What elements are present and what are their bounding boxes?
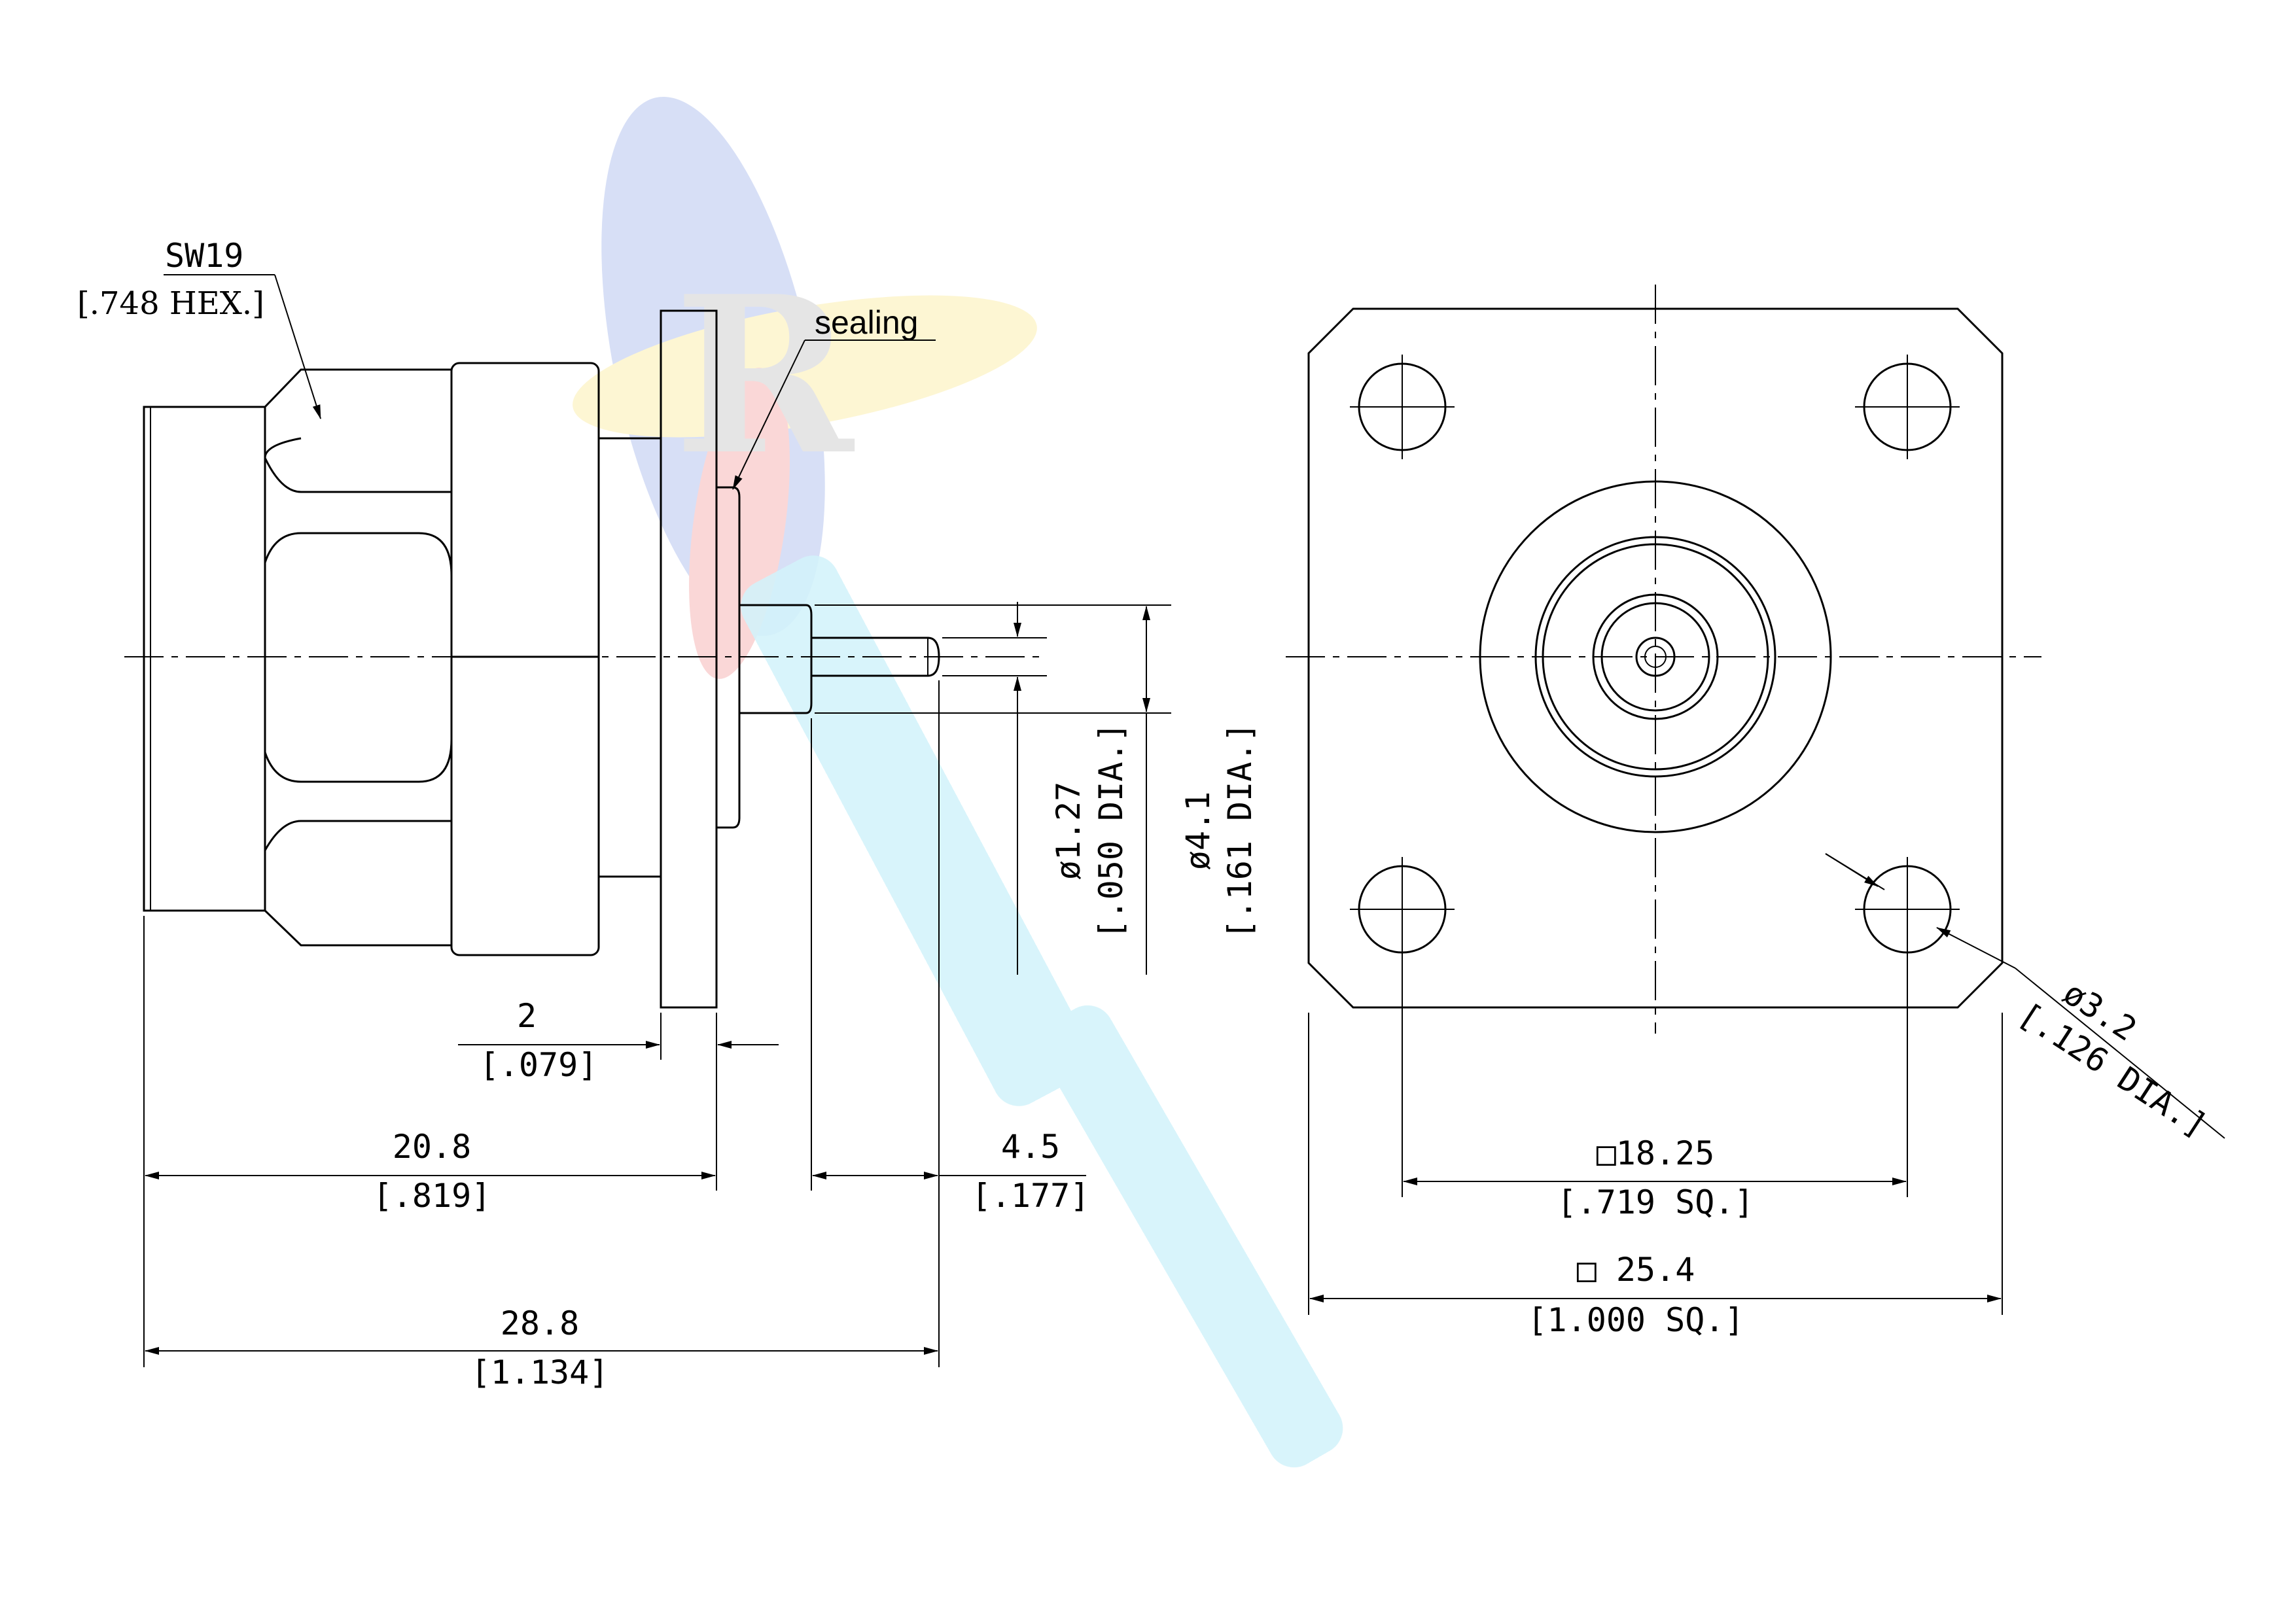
hole-spacing-label: □18.25: [1597, 1134, 1715, 1172]
flange-outline: [1307, 307, 2004, 1009]
body-len-label: 20.8: [393, 1128, 471, 1166]
flange-size-label: □ 25.4: [1577, 1251, 1695, 1289]
flange-thk-inch-label: [.079]: [480, 1046, 598, 1084]
insul-dia-inch-label: [.161 DIA.]: [1221, 722, 1259, 939]
hole-spacing-inch-label: [.719 SQ.]: [1557, 1183, 1754, 1221]
front-view: ø3.2 [.126 DIA.] □18.25 [.719 SQ.] □ 25.…: [1286, 285, 2225, 1339]
pin-dia-label: ø1.27: [1050, 782, 1087, 881]
side-view: sealing SW19 [.748 HEX.] 2 [.079] 20.8 […: [77, 237, 1259, 1391]
hex-size-label: SW19: [165, 237, 243, 275]
svg-text:R: R: [674, 249, 856, 502]
knurled-nut: [450, 362, 600, 956]
contact-pin: [811, 637, 940, 677]
flange-side: [660, 309, 718, 1009]
connector-face: [1479, 480, 1832, 833]
pin-dia-inch-label: [.050 DIA.]: [1092, 722, 1130, 939]
insul-dia-label: ø4.1: [1179, 792, 1217, 870]
neck: [599, 437, 661, 878]
flange-size-inch-label: [1.000 SQ.]: [1527, 1301, 1744, 1339]
front-collar: [143, 406, 266, 912]
hex-size-inch-label: [.748 HEX.]: [77, 285, 264, 322]
mounting-holes: [1350, 355, 1960, 962]
pin-len-inch-label: [.177]: [972, 1177, 1090, 1215]
insulator: [739, 604, 813, 714]
overall-len-inch-label: [1.134]: [471, 1353, 609, 1391]
overall-len-label: 28.8: [501, 1304, 579, 1342]
flange-thk-label: 2: [517, 997, 537, 1035]
watermark-logo: R: [573, 96, 1343, 1468]
pin-len-label: 4.5: [1001, 1128, 1060, 1166]
body-len-inch-label: [.819]: [373, 1177, 491, 1215]
sealing-label: sealing: [815, 304, 918, 341]
